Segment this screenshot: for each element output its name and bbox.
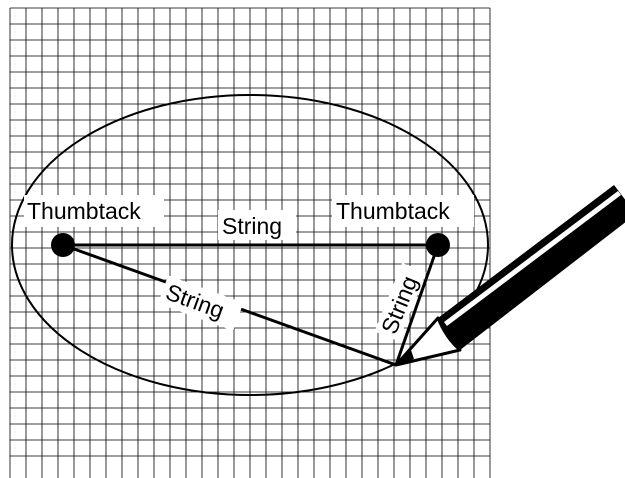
string-top-label: String bbox=[222, 213, 282, 239]
thumbtack-right-icon bbox=[426, 233, 450, 257]
graph-paper-grid bbox=[10, 8, 490, 478]
thumbtack-right-label: Thumbtack bbox=[336, 198, 450, 224]
thumbtack-left-icon bbox=[51, 233, 75, 257]
thumbtack-left-label: Thumbtack bbox=[27, 198, 141, 224]
